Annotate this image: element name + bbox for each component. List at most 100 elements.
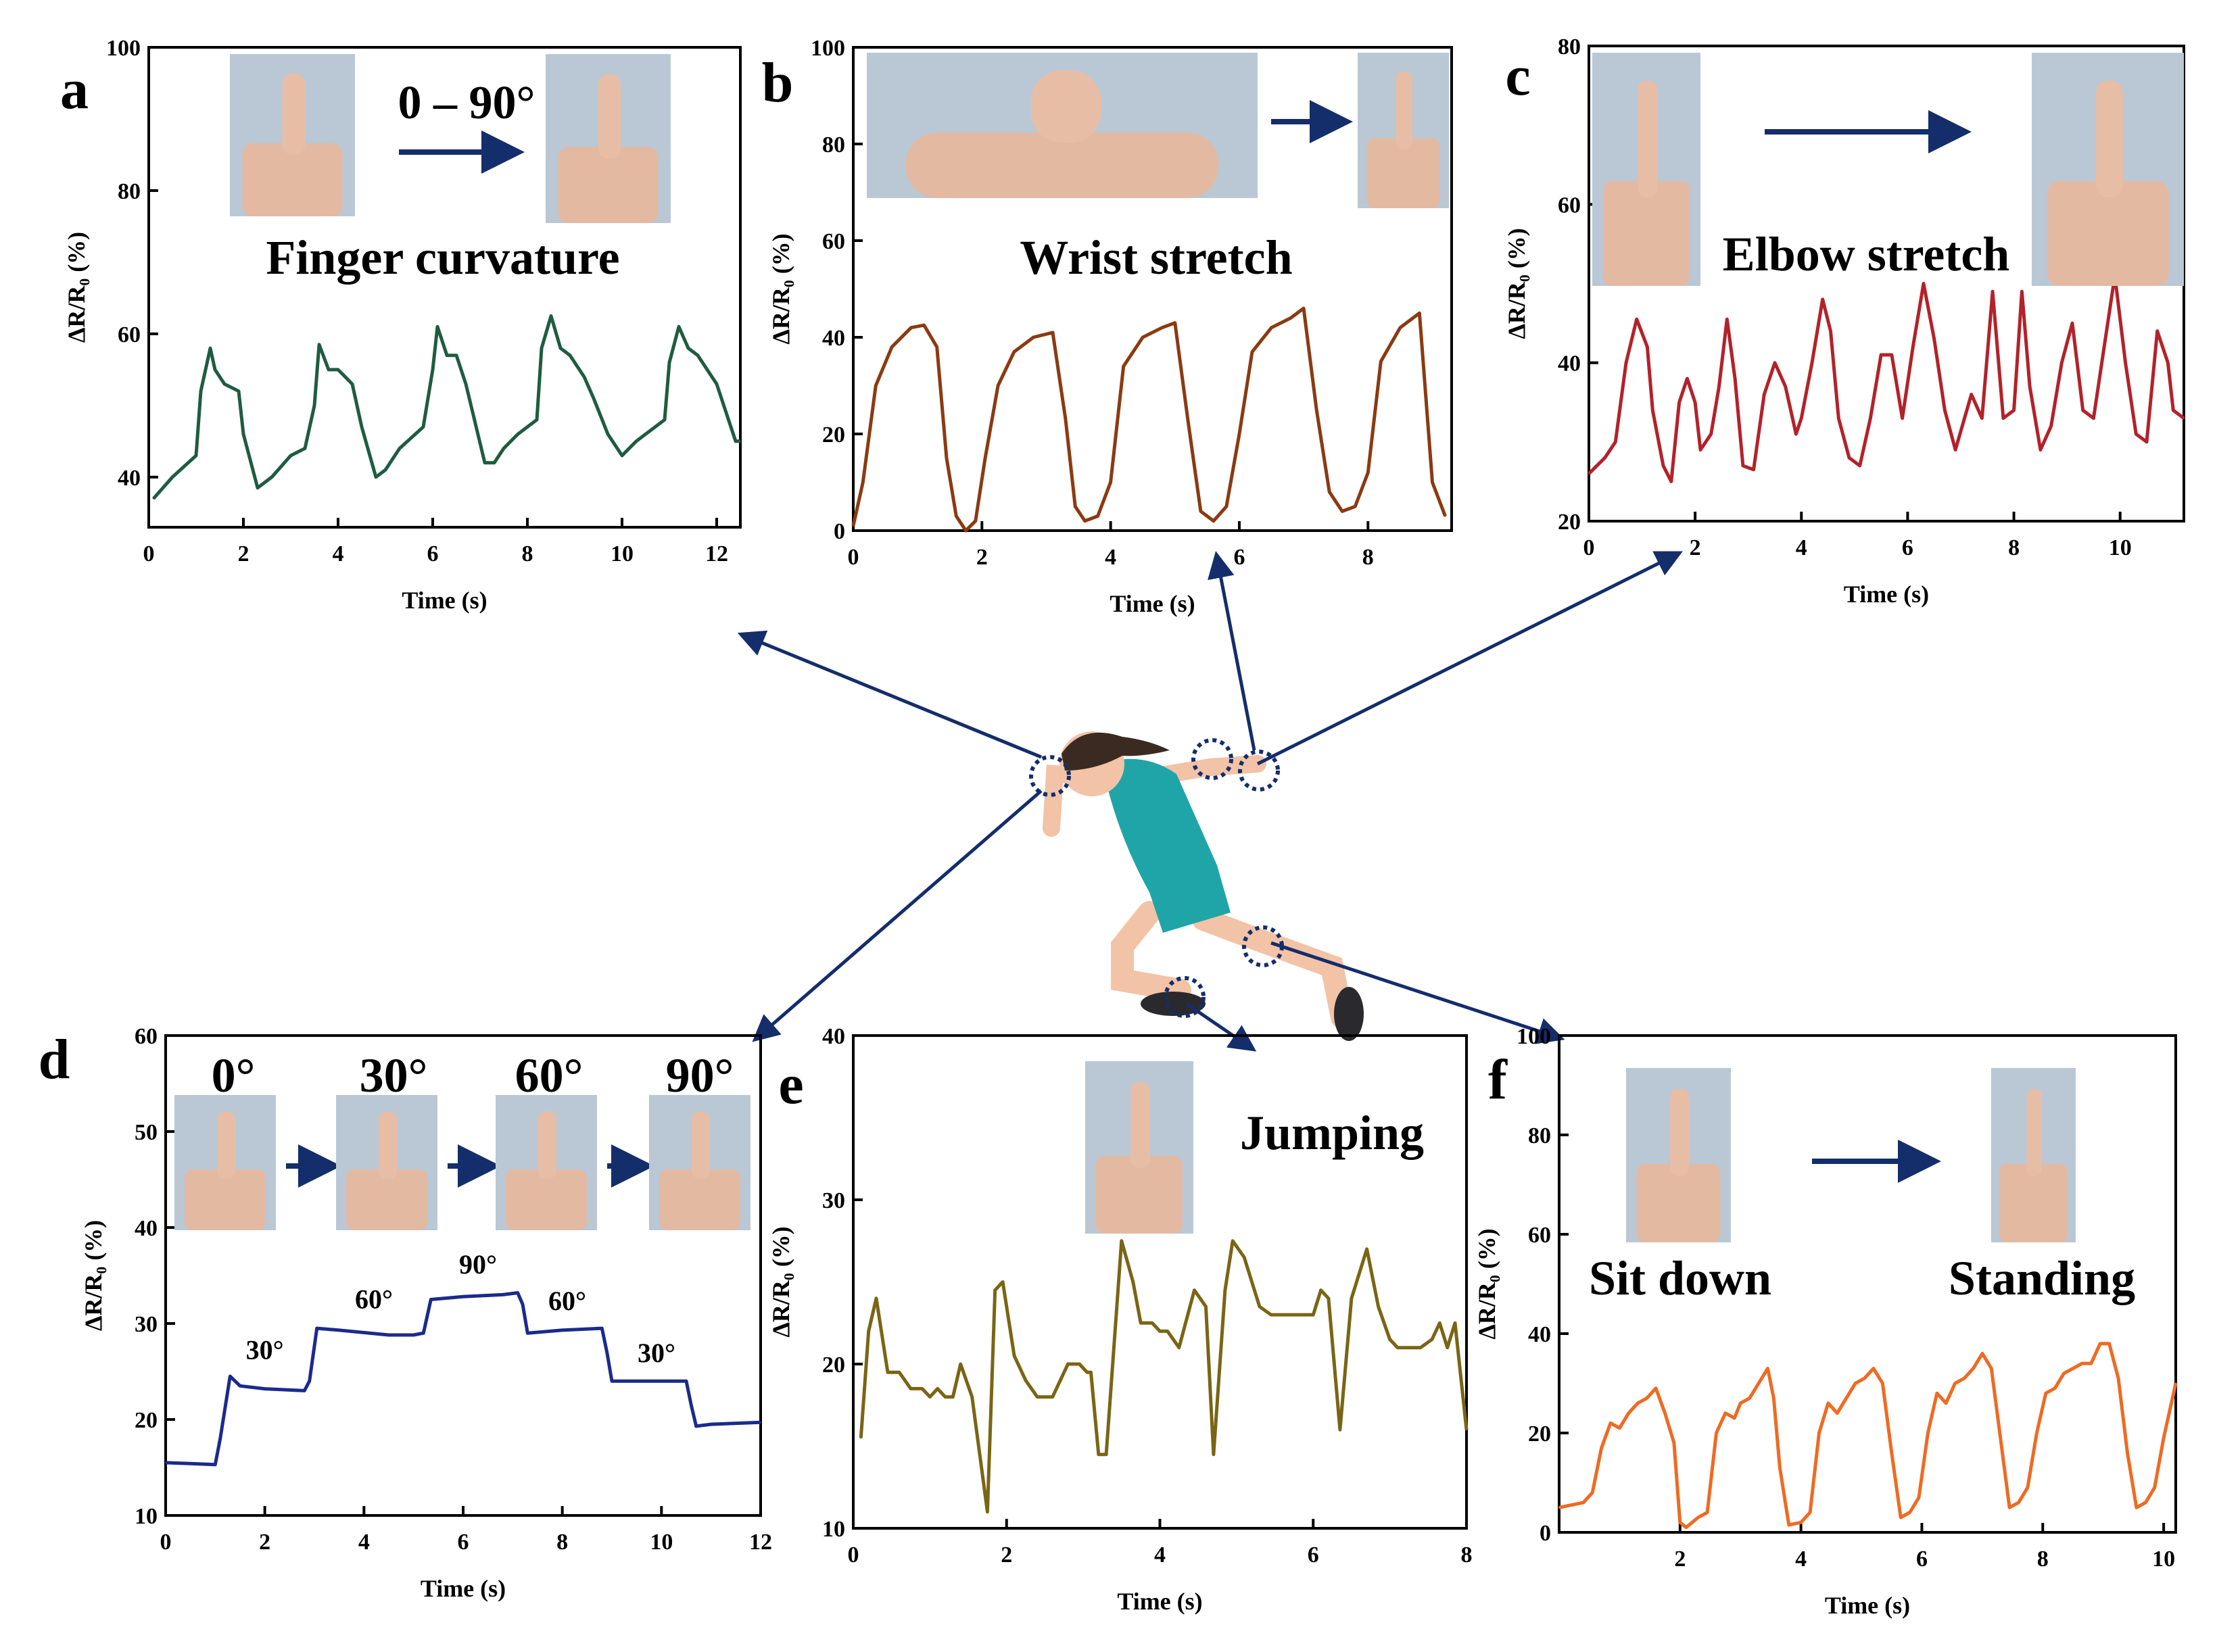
- data-point: [936, 1388, 938, 1390]
- photo-finger-shape: [1030, 70, 1101, 143]
- x-tick-label: 4: [333, 541, 344, 566]
- y-tick-label: 20: [1558, 510, 1581, 535]
- photo-finger-shape: [379, 1111, 397, 1179]
- data-point: [1238, 433, 1241, 435]
- y-tick-label: 40: [135, 1216, 158, 1241]
- photo-elbow-bent: [1592, 53, 1700, 286]
- photo-skin-shape: [1636, 1163, 1721, 1242]
- runner-outfit: [1102, 758, 1231, 933]
- stage-angle-label: 60°: [515, 1048, 583, 1102]
- data-point: [1694, 402, 1696, 404]
- data-point: [636, 1380, 638, 1382]
- data-point: [1013, 351, 1016, 353]
- data-point: [1609, 1422, 1612, 1424]
- data-point: [690, 1404, 692, 1406]
- data-point: [1302, 307, 1305, 310]
- pose-label-sit: Sit down: [1589, 1251, 1771, 1305]
- data-point: [1899, 1516, 1902, 1519]
- data-point: [1945, 1402, 1947, 1405]
- photo-skin-shape: [506, 1169, 587, 1230]
- data-point: [898, 1371, 901, 1374]
- data-point: [1431, 1338, 1433, 1340]
- data-point: [1377, 1305, 1379, 1308]
- data-point: [1619, 1427, 1621, 1429]
- data-point: [1110, 481, 1112, 483]
- data-point: [1328, 491, 1331, 493]
- data-point: [1212, 1453, 1215, 1455]
- data-point: [1927, 1432, 1929, 1434]
- data-point: [1944, 409, 1946, 412]
- data-point: [1909, 1511, 1911, 1513]
- data-point: [2008, 1507, 2011, 1509]
- data-point: [270, 476, 273, 479]
- photo-skin-shape: [2047, 180, 2169, 286]
- data-point: [1991, 291, 1994, 293]
- data-point: [1699, 449, 1702, 451]
- data-point: [1848, 457, 1851, 459]
- runner-leg-back: [1192, 908, 1354, 1029]
- data-point: [2103, 346, 2105, 348]
- data-point: [1591, 1492, 1594, 1494]
- data-point: [910, 326, 912, 329]
- runner-shoe-back: [1334, 987, 1364, 1041]
- data-point: [223, 383, 226, 385]
- data-point: [2090, 1362, 2093, 1365]
- data-point: [909, 1388, 912, 1390]
- data-point: [2063, 1372, 2065, 1375]
- data-point: [875, 1297, 878, 1300]
- data-point: [2028, 385, 2031, 388]
- data-point: [1854, 1382, 1857, 1384]
- data-point: [952, 1396, 954, 1398]
- data-point: [1166, 1330, 1169, 1332]
- data-point: [1800, 1522, 1802, 1524]
- data-point: [734, 440, 737, 443]
- data-point: [2036, 1432, 2038, 1434]
- photo-sit-down: [1626, 1068, 1731, 1242]
- series-line: [1588, 274, 2185, 483]
- data-point: [1827, 1402, 1830, 1405]
- data-point: [1251, 351, 1254, 353]
- photo-skin-shape: [185, 1169, 266, 1230]
- data-point: [304, 447, 306, 450]
- data-point: [337, 368, 339, 371]
- data-point: [1339, 1429, 1341, 1431]
- data-point: [1036, 1396, 1039, 1398]
- data-point: [1174, 322, 1176, 324]
- data-point: [1710, 433, 1712, 435]
- data-point: [1315, 409, 1318, 411]
- data-point: [2082, 409, 2084, 412]
- data-point: [527, 1332, 529, 1334]
- dotted-circle-icon: [1164, 976, 1206, 1018]
- data-point: [1588, 472, 1590, 475]
- y-tick-label: 40: [822, 1024, 845, 1049]
- data-point: [483, 462, 486, 464]
- data-point: [1078, 1363, 1080, 1365]
- data-point: [1954, 449, 1957, 451]
- data-point: [1859, 464, 1861, 467]
- data-point: [2013, 409, 2015, 412]
- x-tick-label: 4: [358, 1530, 370, 1555]
- x-tick-label: 2: [976, 545, 988, 570]
- panel-label: a: [60, 58, 89, 121]
- photo-elbow-straight: [2032, 53, 2184, 286]
- photo-finger-stage: [649, 1095, 750, 1230]
- data-point: [1726, 318, 1728, 320]
- photo-skin-shape: [1096, 1156, 1183, 1234]
- data-point: [1120, 1240, 1123, 1242]
- y-tick-label: 20: [822, 1353, 845, 1378]
- data-point: [592, 397, 595, 399]
- photo-skin-shape: [558, 147, 659, 223]
- data-point: [635, 440, 638, 443]
- data-point: [1981, 417, 1983, 419]
- x-tick-label: 2: [1690, 535, 1701, 560]
- y-tick-label: 0: [1540, 1521, 1551, 1546]
- data-point: [1845, 1397, 1847, 1399]
- data-point: [239, 1385, 241, 1387]
- data-point: [1558, 1507, 1560, 1509]
- data-point: [152, 497, 155, 500]
- y-tick-label: 10: [135, 1504, 158, 1529]
- data-point: [860, 1437, 862, 1439]
- data-point: [1232, 1240, 1234, 1242]
